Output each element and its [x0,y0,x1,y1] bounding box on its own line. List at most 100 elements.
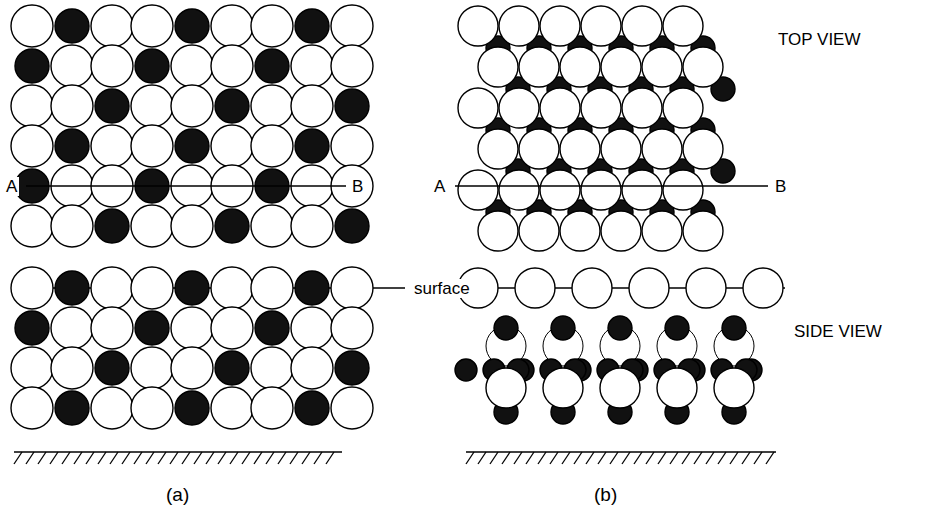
white-atom [131,205,173,247]
white-atom [171,307,213,349]
white-atom [291,45,333,87]
panel-label: (b) [592,484,619,505]
white-atom [458,6,498,46]
black-atom [295,271,329,305]
white-atom [51,205,93,247]
white-atom [714,368,754,408]
white-atom [51,347,93,389]
white-atom [331,5,373,47]
white-atom [171,205,213,247]
black-atom [335,351,369,385]
white-atom [291,307,333,349]
section-end-label: B [773,177,788,196]
white-atom [291,205,333,247]
white-atom [581,170,621,210]
white-atom [331,45,373,87]
white-atom [486,368,526,408]
white-atom [657,368,697,408]
white-atom [663,170,703,210]
white-atom [211,307,253,349]
black-atom [255,311,289,345]
white-atom [601,47,641,87]
white-atom [171,85,213,127]
white-atom [251,5,293,47]
black-atom [551,316,575,340]
panel-a-side [11,267,405,464]
white-atom [331,307,373,349]
white-atom [211,125,253,167]
view-label: TOP VIEW [776,30,863,49]
white-atom [291,347,333,389]
black-atom [215,89,249,123]
white-atom [543,368,583,408]
white-atom [499,88,539,128]
white-atom [581,88,621,128]
white-atom [51,45,93,87]
black-atom [295,9,329,43]
black-atom [295,129,329,163]
black-atom [95,209,129,243]
section-end-label: A [4,177,19,196]
black-atom [55,9,89,43]
black-atom [722,316,746,340]
white-atom [251,85,293,127]
white-atom [211,267,253,309]
white-atom [91,267,133,309]
black-atom [95,351,129,385]
white-atom [211,387,253,429]
black-atom [175,391,209,425]
black-atom [175,129,209,163]
black-atom [135,49,169,83]
white-atom [540,88,580,128]
white-atom [540,170,580,210]
black-atom [55,129,89,163]
black-atom [335,209,369,243]
white-atom [331,387,373,429]
white-atom [560,211,600,251]
black-atom [15,311,49,345]
white-atom [91,307,133,349]
white-atom [251,267,293,309]
section-end-label: B [350,177,365,196]
white-atom [519,211,559,251]
white-atom [291,85,333,127]
panel-b-side [455,268,785,464]
white-atom [600,368,640,408]
white-atom [642,211,682,251]
black-atom [15,49,49,83]
black-atom [55,391,89,425]
white-atom [171,45,213,87]
white-atom [458,170,498,210]
surface-label: surface [412,279,472,298]
white-atom [131,5,173,47]
white-atom [540,6,580,46]
white-atom [663,6,703,46]
white-atom [519,47,559,87]
white-atom [251,347,293,389]
black-atom [215,351,249,385]
white-atom [211,45,253,87]
white-atom [251,125,293,167]
white-atom [171,347,213,389]
white-atom [478,47,518,87]
white-atom [331,267,373,309]
white-atom [743,268,783,308]
substrate-hatch [14,452,334,464]
panel-b-top [455,6,768,251]
white-atom [622,6,662,46]
white-atom [560,129,600,169]
white-atom [629,268,669,308]
white-atom [601,129,641,169]
black-atom [455,359,477,381]
white-atom [331,125,373,167]
white-atom [642,47,682,87]
white-atom [11,5,53,47]
black-atom [175,9,209,43]
black-atom [295,391,329,425]
white-atom [11,267,53,309]
panel-label: (a) [164,484,191,505]
white-atom [91,45,133,87]
white-atom [622,88,662,128]
white-atom [519,129,559,169]
